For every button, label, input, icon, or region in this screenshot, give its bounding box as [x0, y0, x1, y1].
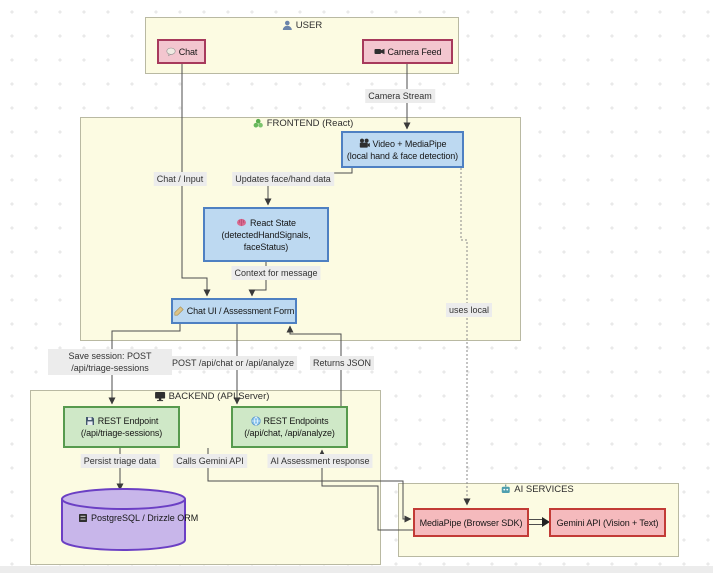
rest-endpoints-chat-node[interactable]: REST Endpoints (/api/chat, /api/analyze) — [231, 406, 348, 448]
database-icon — [78, 513, 88, 523]
user-icon — [282, 20, 293, 31]
edge-label-persist: Persist triage data — [80, 454, 160, 468]
edge-label-post-api: POST /api/chat or /api/analyze — [169, 356, 297, 370]
edge-label-returns-json: Returns JSON — [309, 356, 375, 370]
edge-label-context: Context for message — [231, 266, 321, 280]
memo-icon — [174, 306, 184, 316]
react-icon — [253, 118, 264, 129]
mediapipe-sdk-node[interactable]: MediaPipe (Browser SDK) — [413, 508, 529, 537]
edge-label-ai-response: AI Assessment response — [267, 454, 373, 468]
video-mediapipe-node[interactable]: Video + MediaPipe (local hand & face det… — [341, 131, 464, 168]
edge-label-uses-local: uses local — [445, 303, 493, 317]
rest-endpoint-triage-node[interactable]: REST Endpoint (/api/triage-sessions) — [63, 406, 180, 448]
backend-group-label: BACKEND (API Server) — [155, 391, 269, 402]
react-state-node[interactable]: React State (detectedHandSignals, faceSt… — [203, 207, 329, 262]
camera-feed-node[interactable]: Camera Feed — [362, 39, 453, 64]
globe-icon — [250, 416, 261, 426]
gemini-api-node[interactable]: Gemini API (Vision + Text) — [549, 508, 666, 537]
user-group-label: USER — [282, 20, 322, 31]
edge-label-save-session: Save session: POST /api/triage-sessions — [48, 349, 172, 375]
edge-label-camera-stream: Camera Stream — [365, 89, 435, 103]
server-icon — [155, 391, 166, 402]
floppy-icon — [85, 416, 95, 426]
video-camera-icon — [374, 46, 385, 57]
robot-icon — [500, 484, 511, 495]
edge-label-calls-gemini: Calls Gemini API — [173, 454, 247, 468]
speech-bubble-icon — [166, 47, 176, 57]
page-edge-strip — [0, 566, 713, 573]
postgres-node[interactable]: PostgreSQL / Drizzle ORM — [78, 513, 198, 523]
brain-icon — [236, 217, 247, 228]
frontend-group-label: FRONTEND (React) — [253, 118, 353, 129]
edge-label-chat-input: Chat / Input — [153, 172, 207, 186]
edge-label-updates: Updates face/hand data — [232, 172, 334, 186]
movie-camera-icon — [359, 138, 370, 149]
ai-services-group-label: AI SERVICES — [500, 484, 574, 495]
chat-node[interactable]: Chat — [157, 39, 206, 64]
chat-ui-node[interactable]: Chat UI / Assessment Form — [171, 298, 297, 324]
